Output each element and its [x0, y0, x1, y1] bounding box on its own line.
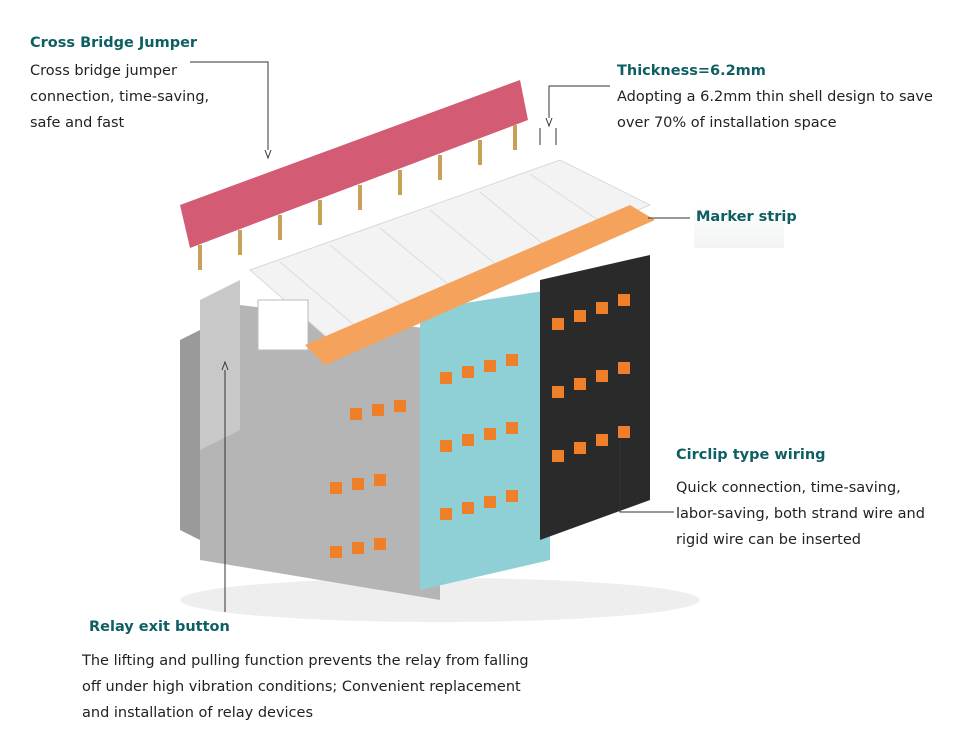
terminal-row-2: [330, 362, 630, 494]
terminal-row-1: [350, 294, 630, 420]
marker-strip: [305, 205, 655, 365]
relay-exit-description: The lifting and pulling function prevent…: [82, 653, 529, 721]
relay-tops: [249, 159, 652, 351]
thickness-ticks: [539, 128, 557, 145]
terminal-row-3: [330, 426, 630, 558]
circlip-title: Circlip type wiring: [676, 447, 826, 463]
relay-exit-arrow: [221, 360, 229, 371]
marker-strip-label-background: [694, 200, 784, 248]
circlip-description: Quick connection, time-saving, labor-sav…: [676, 480, 925, 548]
thickness-description: Adopting a 6.2mm thin shell design to sa…: [617, 89, 933, 131]
cross-bridge-jumper: [180, 80, 528, 270]
marker-strip-title: Marker strip: [696, 209, 797, 225]
cross-bridge-leader: [190, 61, 269, 150]
cross-bridge-description: Cross bridge jumper connection, time-sav…: [30, 63, 210, 131]
thickness-leader: [548, 85, 610, 118]
thickness-arrow: [545, 117, 553, 128]
relay-exit-title: Relay exit button: [89, 619, 230, 635]
circlip-leader: [619, 440, 674, 513]
callout-lines: [190, 61, 690, 612]
relay-exit-button: [257, 299, 309, 351]
thickness-title: Thickness=6.2mm: [617, 63, 766, 79]
cross-bridge-title: Cross Bridge Jumper: [30, 35, 198, 51]
cross-bridge-arrow: [264, 149, 272, 160]
